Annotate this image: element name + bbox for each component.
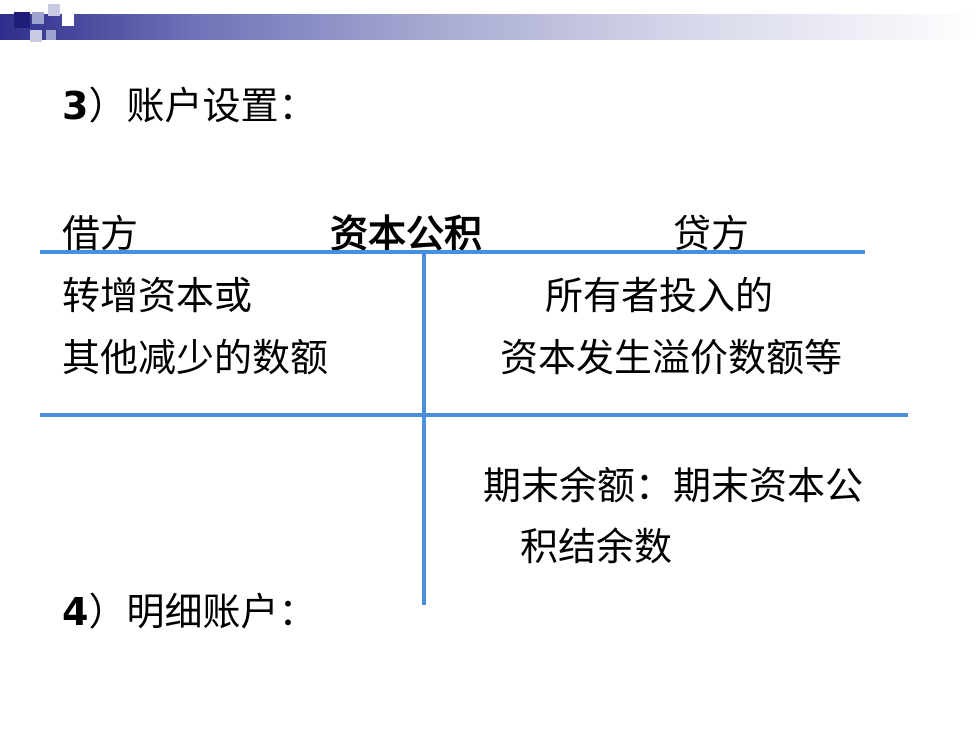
ending-balance-line-1: 期末余额：期末资本公: [483, 464, 864, 508]
credit-line-2: 资本发生溢价数额等: [500, 336, 843, 380]
ending-balance-line-2: 积结余数: [520, 525, 673, 569]
debit-line-1: 转增资本或: [62, 274, 253, 318]
t-account-top-line: [40, 250, 865, 254]
section-4-heading: 4）明细账户：: [62, 590, 316, 634]
header-square-dark: [14, 12, 30, 28]
credit-label: 贷方: [673, 212, 750, 256]
t-account-center-line: [422, 250, 426, 605]
debit-label: 借方: [62, 212, 139, 256]
debit-line-2: 其他减少的数额: [62, 336, 329, 380]
t-account-balance-line: [40, 413, 908, 417]
header-square-mid: [32, 12, 44, 24]
section-4-title: ）明细账户：: [88, 590, 317, 634]
section-4-number: 4: [62, 590, 89, 634]
header-square-light-2: [30, 30, 42, 42]
credit-line-1: 所有者投入的: [545, 274, 774, 318]
section-3-number: 3: [62, 84, 89, 128]
account-name: 资本公积: [330, 212, 483, 256]
header-square-light: [48, 4, 60, 16]
section-3-title: ）账户设置：: [88, 84, 317, 128]
header-square-mid-2: [46, 30, 56, 40]
section-3-heading: 3）账户设置：: [62, 84, 316, 128]
